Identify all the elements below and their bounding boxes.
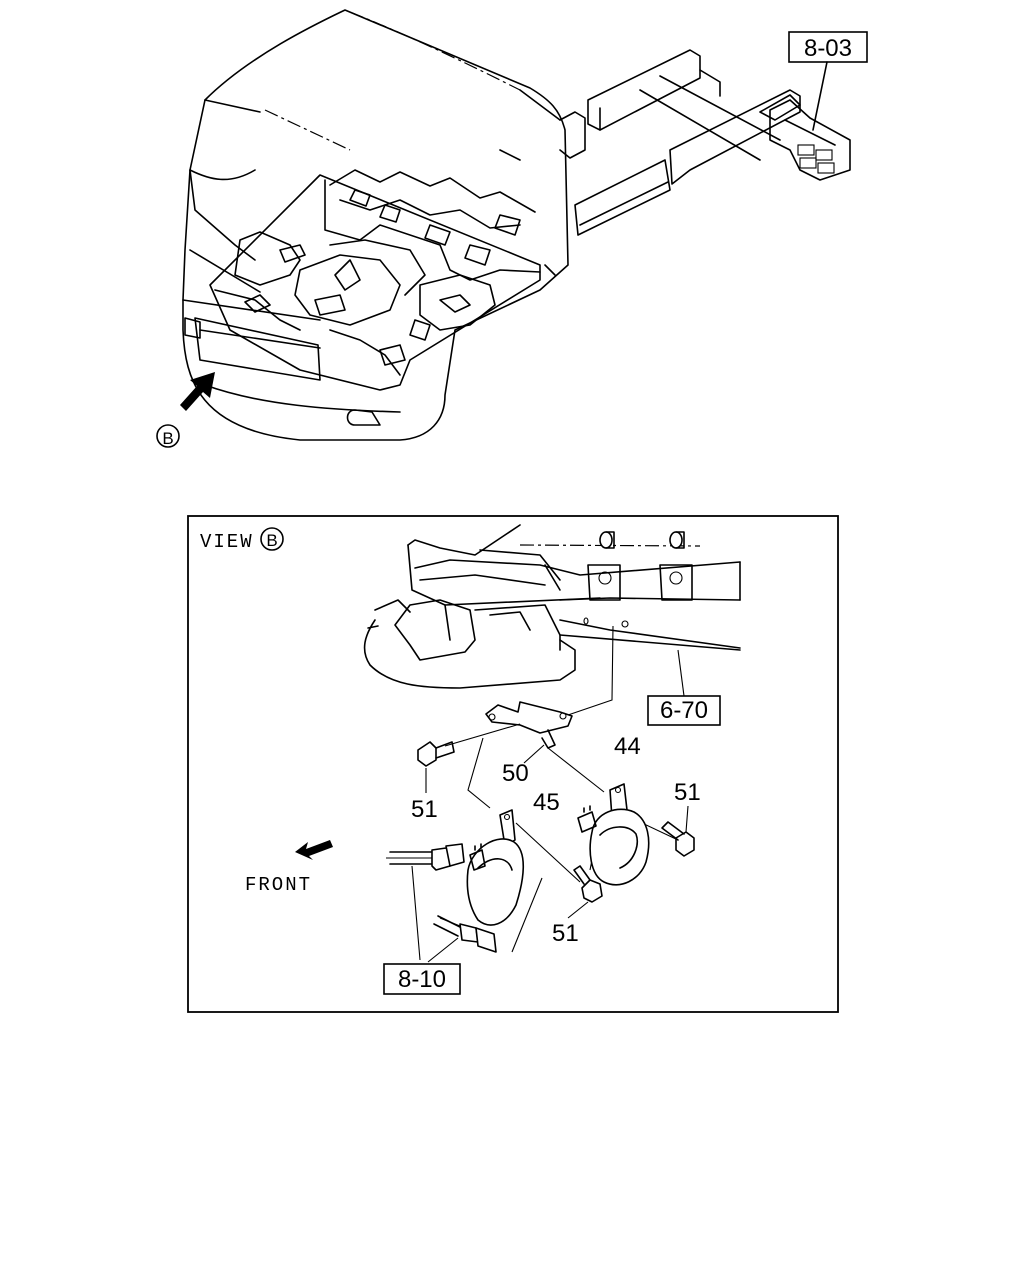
- ref-8-03: 8-03: [788, 31, 868, 131]
- ref-6-70: 6-70: [647, 649, 721, 726]
- horn-45: [466, 809, 525, 926]
- part-label-51-left: 51: [411, 796, 438, 823]
- connector-upper: [389, 843, 465, 871]
- cab-shell: [182, 9, 569, 441]
- bolt-51-left: [417, 741, 455, 767]
- horn-bracket: [485, 701, 573, 749]
- truck-cab-illustration: B 8-03: [156, 9, 868, 448]
- front-arrow: [295, 840, 333, 860]
- horn-44: [577, 783, 650, 886]
- view-b-title: VIEW B: [200, 527, 284, 553]
- view-b-marker: B: [156, 424, 180, 448]
- frame-mount-left: [587, 531, 621, 601]
- frame-mount-right: [659, 531, 693, 601]
- part-label-45: 45: [533, 789, 560, 816]
- part-label-51-lower: 51: [552, 920, 579, 947]
- ref-8-10-text: 8-10: [398, 966, 446, 993]
- part-label-50: 50: [502, 760, 529, 787]
- view-b-marker-letter: B: [162, 429, 173, 448]
- view-b-panel: VIEW B: [187, 515, 839, 1013]
- view-b-arrow: [180, 372, 215, 411]
- cab-floor: [209, 169, 541, 391]
- frame-assembly: [363, 524, 741, 689]
- connector-lower: [433, 915, 497, 953]
- view-b-frame: [187, 515, 839, 1013]
- bolt-51-right: [661, 821, 695, 857]
- ref-6-70-text: 6-70: [660, 697, 708, 724]
- ref-8-10: 8-10: [383, 865, 461, 995]
- view-b-title-text: VIEW: [200, 531, 254, 553]
- front-label: FRONT: [245, 874, 312, 896]
- view-b-title-marker: B: [266, 531, 277, 550]
- chassis-frame: [559, 49, 851, 236]
- ref-8-03-text: 8-03: [804, 35, 852, 62]
- bolt-51-lower: [573, 865, 603, 903]
- part-label-51-right: 51: [674, 779, 701, 806]
- part-label-44: 44: [614, 733, 641, 760]
